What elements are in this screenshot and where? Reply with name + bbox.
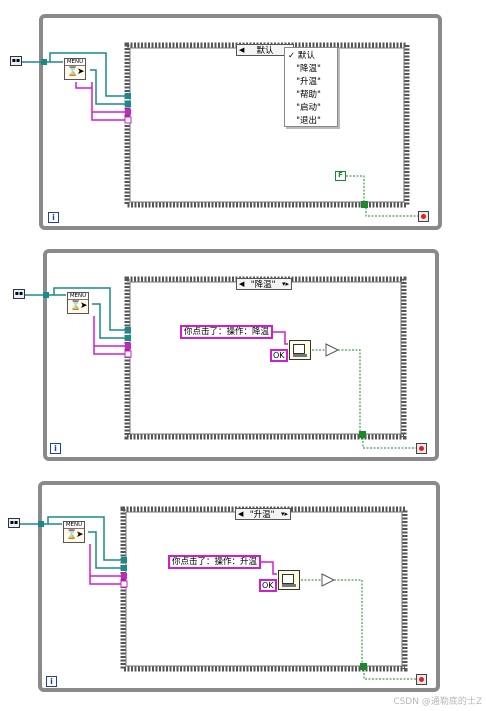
menu-item-help[interactable]: "帮助" xyxy=(296,90,321,100)
case-selector-label: 默认 xyxy=(256,46,274,56)
diagram-3: ▪▪ MENU ⌛ ➤ ◀ "升温" ▾▸ 你点击了：操作：升温 OK i xyxy=(0,480,486,695)
false-constant: F xyxy=(335,171,346,181)
vi-reference-icon: ▪▪ xyxy=(8,518,20,528)
diagram-2-wires xyxy=(24,249,439,461)
menu-item-default[interactable]: ✓ 默认 xyxy=(288,51,315,61)
hourglass-icon: ⌛ xyxy=(66,530,78,540)
prev-case-arrow-icon[interactable]: ◀ xyxy=(239,280,245,288)
dropdown-arrow-icon[interactable]: ▾▸ xyxy=(281,280,289,288)
hourglass-icon: ⌛ xyxy=(70,301,82,311)
vi-reference-icon: ▪▪ xyxy=(10,56,22,66)
prev-case-arrow-icon[interactable]: ◀ xyxy=(239,46,245,54)
case-menu-popup: ✓ 默认 "降温" "升温" "帮助" "启动" "退出" xyxy=(284,47,338,127)
menu-item-exit[interactable]: "退出" xyxy=(296,116,321,126)
diagram-2: ▪▪ MENU ⌛ ➤ ◀ "降温" ▾▸ 你点击了：操作：降温 OK i xyxy=(0,248,486,466)
prev-case-arrow-icon[interactable]: ◀ xyxy=(238,510,244,518)
one-button-dialog-icon xyxy=(278,570,300,590)
menu-block: MENU ⌛ ➤ xyxy=(64,58,86,80)
one-button-dialog-icon xyxy=(289,340,311,360)
stop-terminal-icon xyxy=(416,443,427,454)
menu-block: MENU ⌛ ➤ xyxy=(63,521,85,543)
hourglass-icon: ⌛ xyxy=(67,67,79,77)
ok-string-constant: OK xyxy=(259,579,277,592)
cursor-icon: ➤ xyxy=(77,67,85,77)
message-string-constant: 你点击了：操作：升温 xyxy=(168,555,262,569)
message-string-constant: 你点击了：操作：降温 xyxy=(180,325,274,339)
vi-reference-icon: ▪▪ xyxy=(13,289,25,299)
case-selector-label: "升温" xyxy=(249,510,275,520)
menu-item-start[interactable]: "启动" xyxy=(296,103,321,113)
diagram-1-wires xyxy=(22,14,442,230)
menu-block: MENU ⌛ ➤ xyxy=(67,292,89,314)
ok-string-constant: OK xyxy=(270,349,288,362)
stop-terminal-icon xyxy=(418,211,429,222)
dropdown-arrow-icon[interactable]: ▾▸ xyxy=(280,510,288,518)
stop-terminal-icon xyxy=(416,674,427,685)
watermark: CSDN @通勒底的士Z xyxy=(393,697,482,707)
menu-block-title: MENU xyxy=(68,293,88,300)
iteration-terminal-icon: i xyxy=(46,676,57,687)
cursor-icon: ➤ xyxy=(80,301,88,311)
menu-item-cool[interactable]: "降温" xyxy=(296,64,321,74)
cursor-icon: ➤ xyxy=(76,530,84,540)
case-selector[interactable]: ◀ "升温" ▾▸ xyxy=(235,508,291,520)
iteration-terminal-icon: i xyxy=(48,212,59,223)
menu-item-heat[interactable]: "升温" xyxy=(296,77,321,87)
diagram-1: ▪▪ MENU ⌛ ➤ ◀ 默认 ▶ ✓ 默认 "降温" "升温" "帮助" "… xyxy=(0,0,486,235)
case-selector[interactable]: ◀ "降温" ▾▸ xyxy=(236,278,292,290)
menu-block-title: MENU xyxy=(65,59,85,66)
menu-block-title: MENU xyxy=(64,522,84,529)
case-selector-label: "降温" xyxy=(250,280,276,290)
iteration-terminal-icon: i xyxy=(50,443,61,454)
check-icon: ✓ xyxy=(288,51,296,61)
